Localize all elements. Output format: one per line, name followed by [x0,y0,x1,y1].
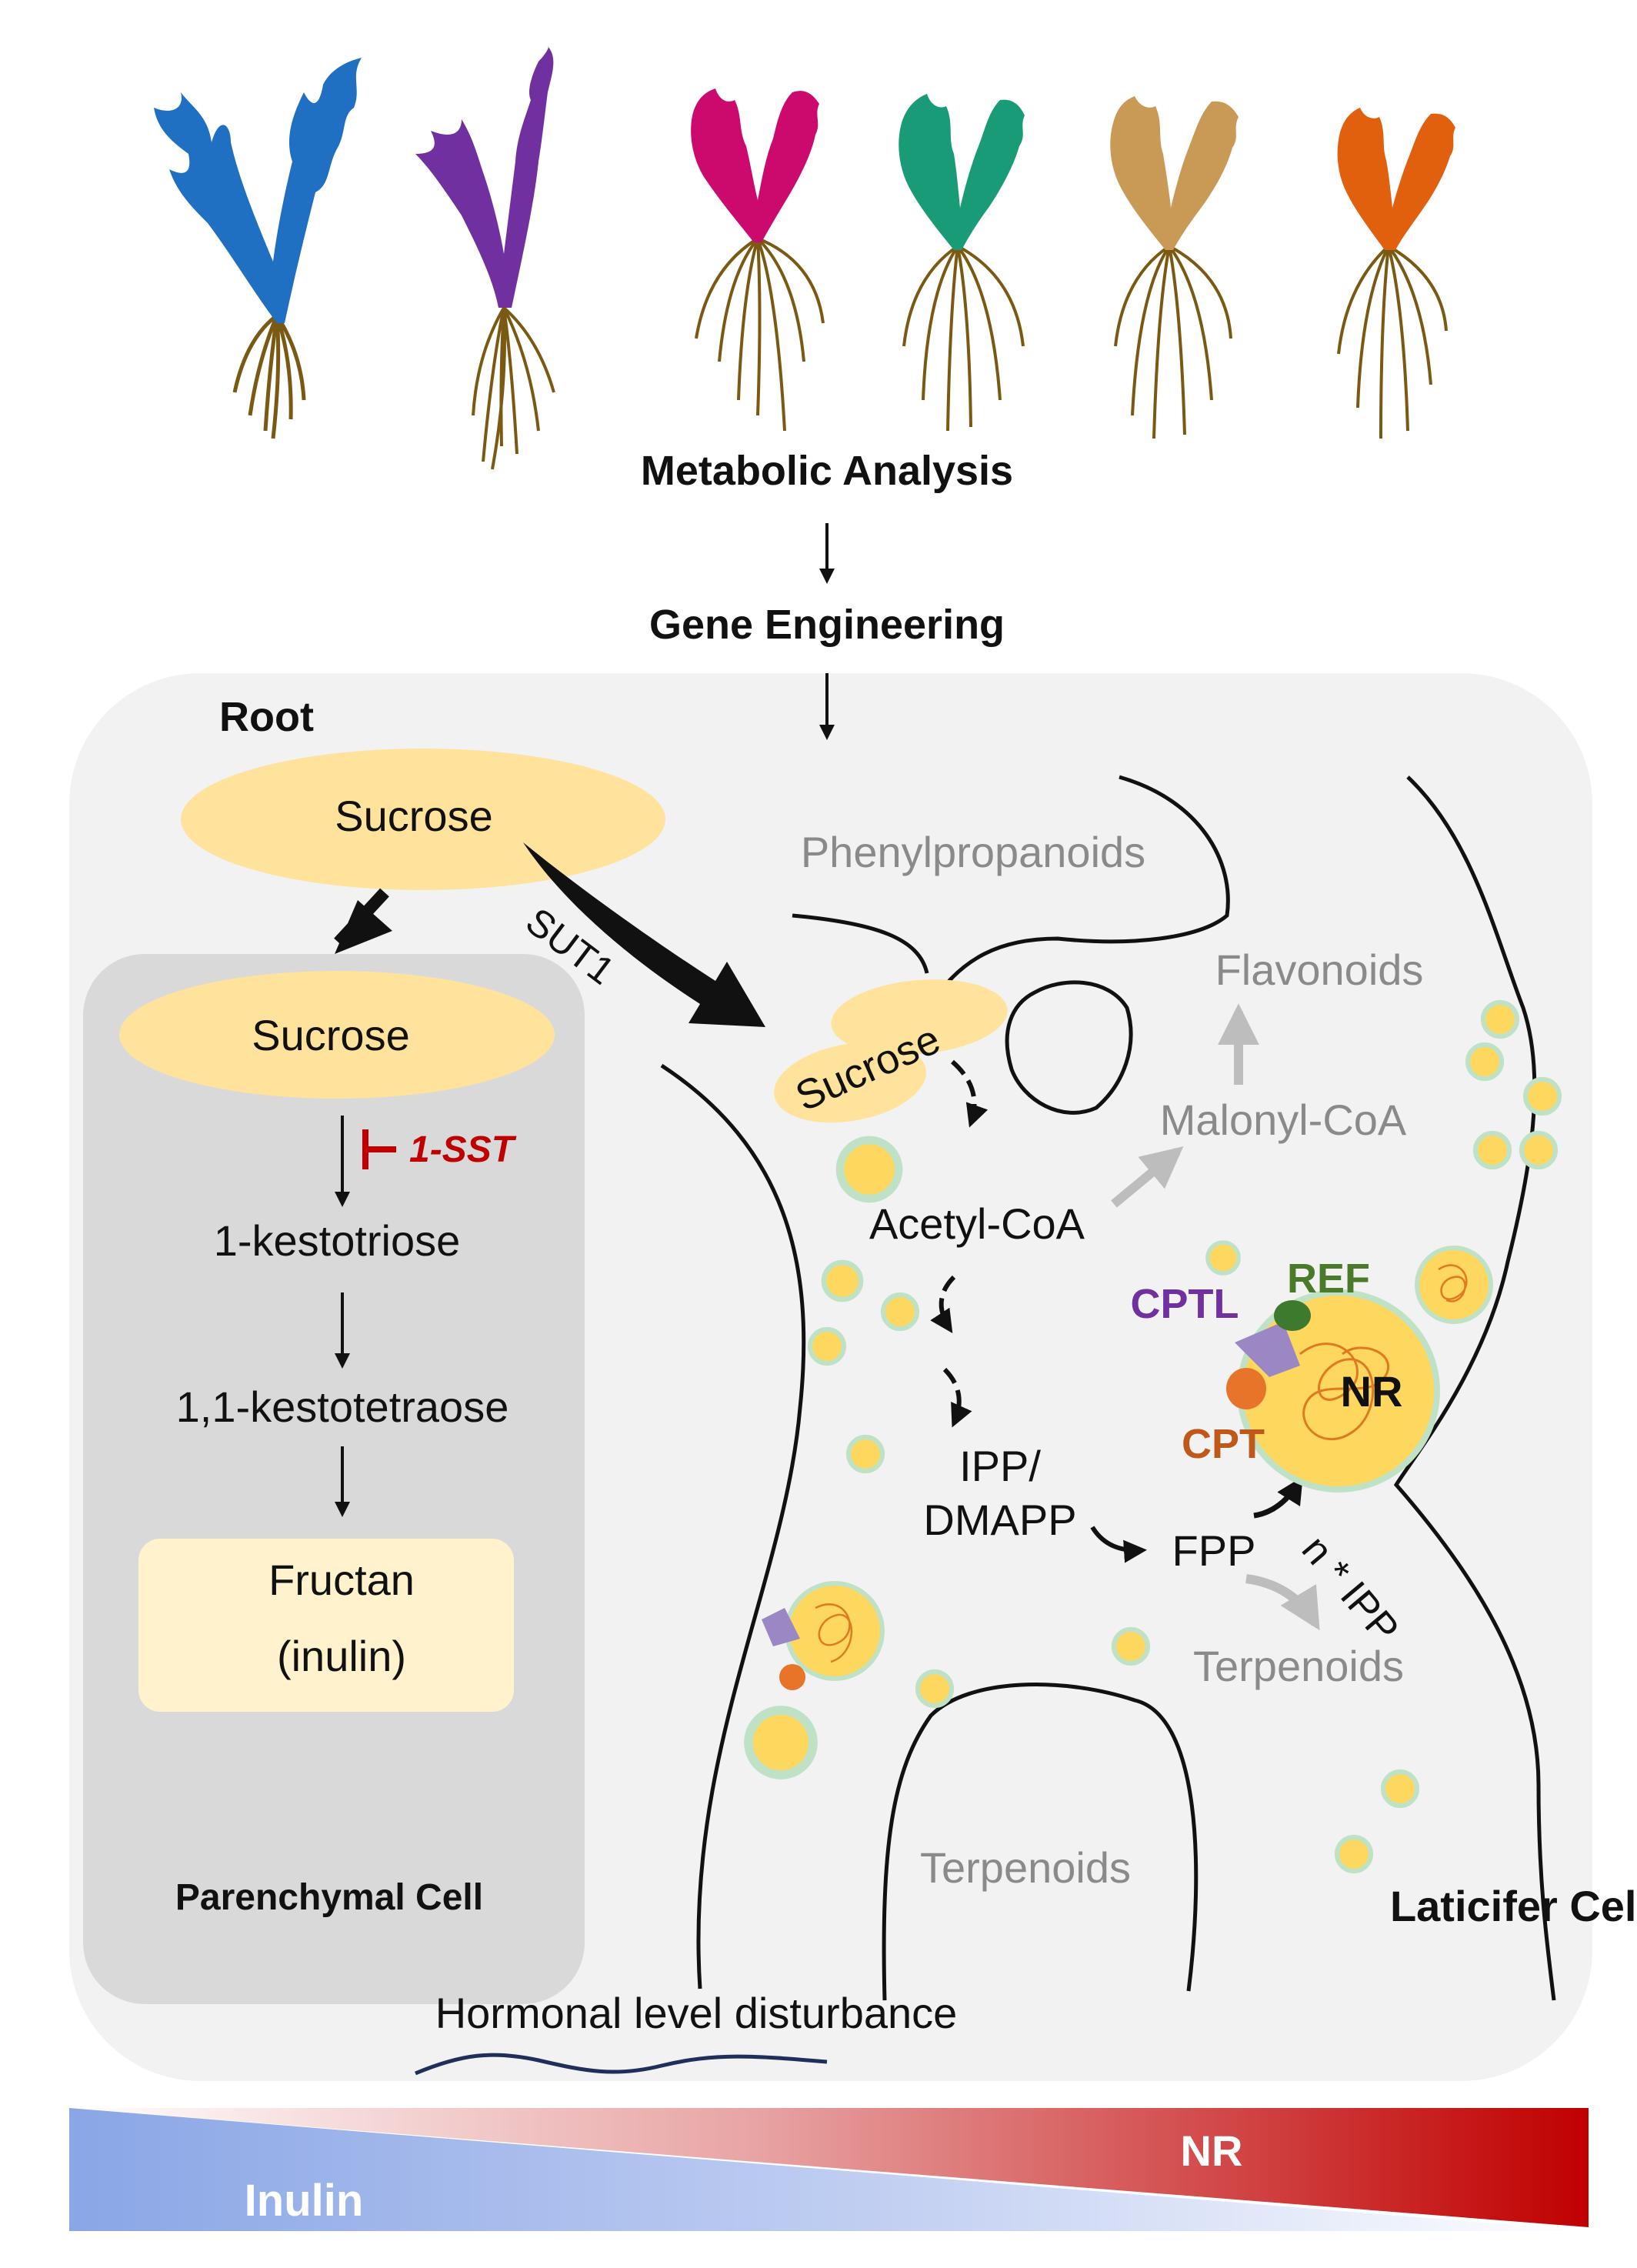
fructan-label-line1: Fructan [268,1556,415,1604]
cpt-label: CPT [1182,1421,1265,1467]
rubber-chain-small-b [815,1603,853,1663]
nr-gradient-wedge [69,2108,1589,2227]
terpenoids-right-label: Terpenoids [1193,1642,1404,1690]
plants-row [154,46,1455,470]
arrow-sucrose-to-acetyl [951,1059,989,1128]
ref-protein-shape [1274,1300,1311,1331]
laticifer-walls [660,775,1556,2001]
phenylpropanoids-label: Phenylpropanoids [801,828,1145,876]
acetyl-coa-label: Acetyl-CoA [869,1199,1085,1248]
cptl-protein-shape-small [762,1608,800,1646]
sucrose-root-label: Sucrose [335,792,492,840]
nr-gradient-label: NR [1181,2126,1243,2175]
inulin-gradient-wedge [69,2108,1589,2231]
flavonoids-label: Flavonoids [1215,946,1424,994]
laticifer-cell-label: Laticifer Cell [1390,1882,1637,1930]
rubber-chain-main [1299,1342,1390,1441]
inulin-gradient-label: Inulin [245,2176,364,2226]
arrow-fpp-to-nr [1253,1476,1303,1519]
terpenoids-bottom-label: Terpenoids [920,1843,1131,1892]
arrow-acetyl-to-ipp-2 [942,1367,972,1428]
plant-magenta [691,88,825,432]
fpp-label: FPP [1172,1526,1256,1575]
sucrose-parenchymal-ellipse [119,971,555,1099]
fructan-label-line2: (inulin) [277,1632,406,1680]
plant-tan [1110,96,1239,439]
ipp-label-line2: DMAPP [923,1496,1076,1544]
malonyl-coa-label: Malonyl-CoA [1160,1096,1407,1144]
rubber-particle-small-a [1415,1246,1493,1324]
sut1-transport-arrow [523,842,765,1027]
rubber-particle-main [1237,1289,1440,1493]
parenchymal-cell-label: Parenchymal Cell [175,1877,483,1918]
nr-particle-label: NR [1341,1367,1403,1416]
kestotetraose-label: 1,1-kestotetraose [176,1382,509,1431]
workflow-gene-engineering: Gene Engineering [649,602,1005,648]
sucrose-parenchymal-label: Sucrose [252,1011,409,1059]
rubber-particle-small-b [785,1581,885,1681]
workflow-metabolic-analysis: Metabolic Analysis [641,448,1013,494]
plant-teal [899,94,1025,432]
arrow-fpp-to-terpenoids [1245,1574,1320,1631]
hormone-wave [415,2053,828,2076]
plant-orange [1337,108,1455,439]
cpt-protein-shape [1226,1368,1266,1409]
arrow-acetyl-to-malonyl [1111,1146,1184,1208]
arrow-to-parenchymal-head [335,900,392,954]
sucrose-root-ellipse [181,749,665,890]
sucrose-laticifer-ellipse-a [774,1042,926,1123]
parenchymal-cell [83,954,585,2004]
ref-label: REF [1287,1256,1370,1302]
root-label: Root [219,694,314,740]
sucrose-laticifer-ellipse-b [831,979,1008,1055]
arrow-ipp-to-fpp [1090,1526,1147,1563]
cpt-protein-shape-small [779,1664,805,1690]
fructan-box [138,1539,514,1712]
rubber-chain-small-a [1438,1264,1468,1302]
plant-purple [415,46,555,470]
kestotriose-label: 1-kestotriose [214,1216,461,1265]
hormone-label: Hormonal level disturbance [435,1989,958,2037]
enzyme-1-sst: 1-SST [409,1129,517,1170]
cptl-label: CPTL [1131,1281,1239,1327]
ipp-label-line1: IPP/ [959,1442,1041,1490]
plant-blue [154,58,362,439]
cptl-protein-shape [1235,1322,1300,1377]
arrow-acetyl-to-ipp-1 [930,1275,956,1334]
